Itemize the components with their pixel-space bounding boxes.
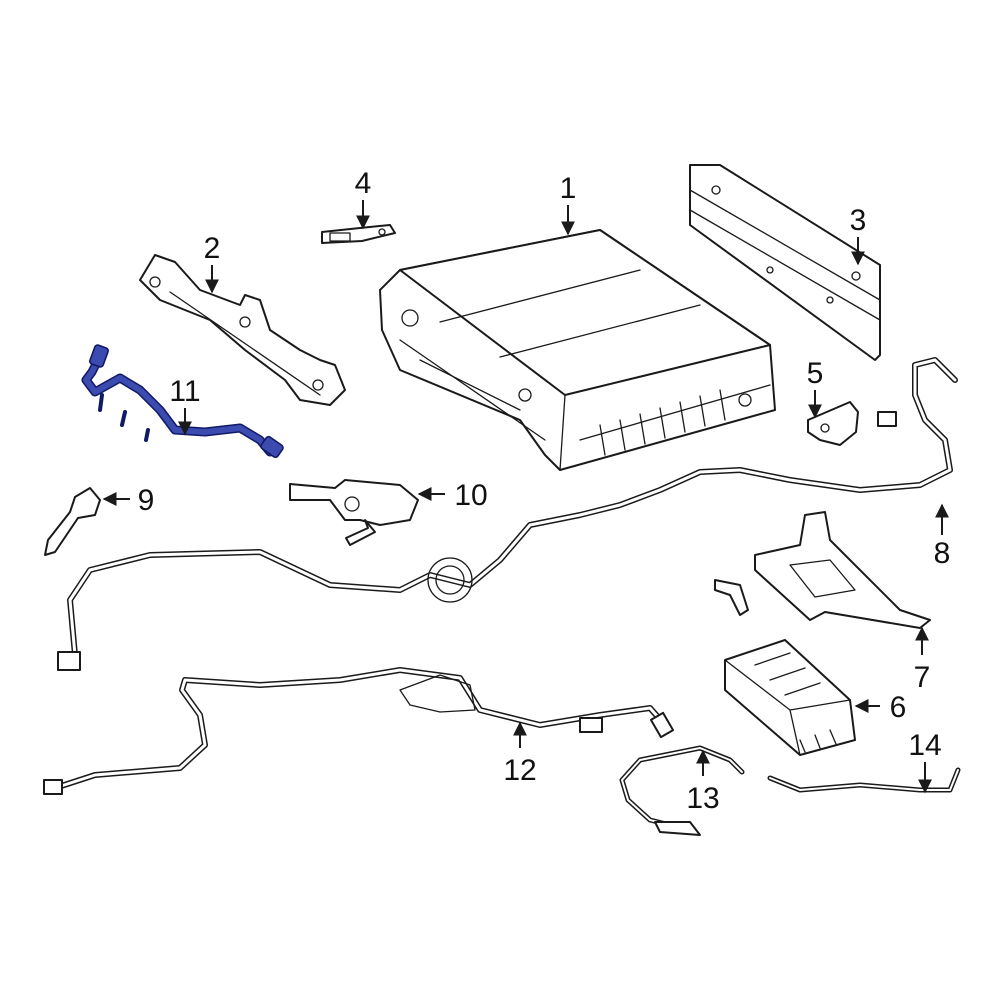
callout-labels: 1 2 3 4 5 6 7 8 9 10 11 12 13 14 — [138, 167, 951, 815]
callout-3: 3 — [850, 204, 867, 237]
hose[interactable] — [767, 767, 961, 793]
callout-5: 5 — [807, 357, 824, 390]
callout-10: 10 — [454, 479, 487, 512]
wiring-harness-main[interactable] — [57, 357, 958, 671]
callout-7: 7 — [914, 661, 931, 694]
tray-bracket[interactable] — [714, 511, 931, 629]
sensor-cable[interactable] — [619, 745, 745, 836]
mounting-plate[interactable] — [689, 164, 881, 361]
callout-8: 8 — [934, 537, 951, 570]
clip-bracket[interactable] — [44, 487, 101, 556]
bracket-rail[interactable] — [139, 254, 346, 406]
callout-1: 1 — [560, 172, 577, 205]
callout-2: 2 — [204, 232, 221, 265]
callout-13: 13 — [686, 782, 719, 815]
bracket-small[interactable] — [807, 401, 859, 446]
callout-4: 4 — [355, 167, 372, 200]
highlighted-cable[interactable] — [81, 344, 284, 459]
callout-9: 9 — [138, 484, 155, 517]
callout-14: 14 — [908, 729, 941, 762]
callout-leaders — [102, 200, 949, 794]
wiring-harness-lower[interactable] — [43, 667, 675, 795]
control-module[interactable] — [724, 639, 856, 756]
battery-pack[interactable] — [379, 229, 776, 471]
callout-11: 11 — [169, 375, 200, 408]
connector-bracket[interactable] — [289, 479, 419, 546]
small-bracket[interactable] — [321, 224, 396, 244]
callout-12: 12 — [503, 754, 536, 787]
callout-6: 6 — [890, 691, 907, 724]
